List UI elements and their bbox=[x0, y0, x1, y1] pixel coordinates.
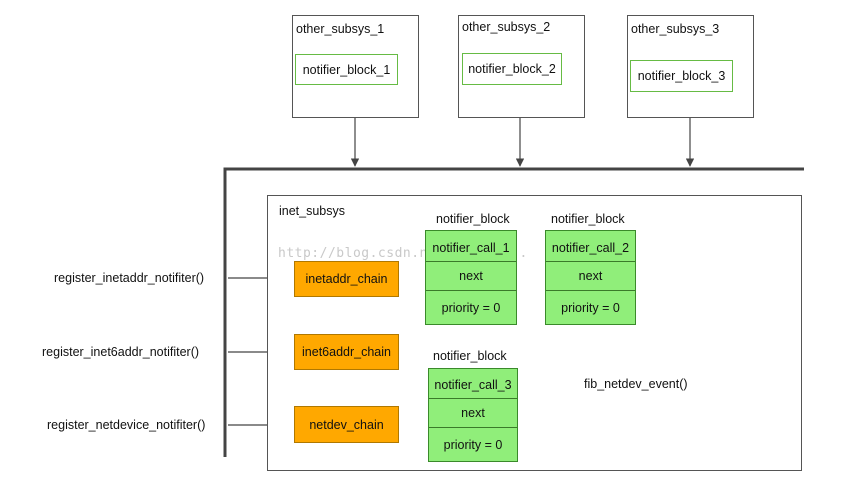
block-3-separator-1 bbox=[429, 398, 517, 399]
block-3-priority: priority = 0 bbox=[443, 438, 503, 452]
block-3-next: next bbox=[461, 405, 485, 420]
block-2-separator-1 bbox=[546, 261, 635, 262]
block-1-priority: priority = 0 bbox=[441, 301, 501, 315]
fib-netdev-event-label: fib_netdev_event() bbox=[584, 377, 688, 391]
register-inet6addr-label: register_inet6addr_notifiter() bbox=[42, 345, 200, 359]
other-subsys-1: other_subsys_1 notifier_block_1 bbox=[292, 15, 419, 118]
netdev-chain: netdev_chain bbox=[294, 406, 399, 443]
block-1-separator-2 bbox=[426, 290, 516, 291]
inet6addr-chain: inet6addr_chain bbox=[294, 334, 399, 370]
register-inetaddr-label: register_inetaddr_notifiter() bbox=[54, 271, 205, 285]
block-2-separator-2 bbox=[546, 290, 635, 291]
notifier-call-3: notifier_call_3 bbox=[434, 378, 512, 392]
notifier-block-heading-2: notifier_block bbox=[551, 212, 625, 226]
notifier-block-1: notifier_block_1 bbox=[295, 54, 398, 85]
inet-notifier-block-3: notifier_call_3 next priority = 0 bbox=[428, 368, 518, 462]
notifier-block-2: notifier_block_2 bbox=[462, 53, 562, 85]
notifier-block-heading-1: notifier_block bbox=[436, 212, 510, 226]
notifier-call-1: notifier_call_1 bbox=[432, 241, 510, 255]
block-2-priority: priority = 0 bbox=[561, 301, 620, 315]
other-subsys-1-title: other_subsys_1 bbox=[296, 22, 385, 36]
block-3-separator-2 bbox=[429, 427, 517, 428]
notifier-call-2: notifier_call_2 bbox=[551, 241, 630, 255]
block-1-next: next bbox=[459, 268, 483, 283]
register-netdevice-label: register_netdevice_notifiter() bbox=[47, 418, 206, 432]
notifier-block-3: notifier_block_3 bbox=[630, 60, 733, 92]
inet-notifier-block-1: notifier_call_1 next priority = 0 bbox=[425, 230, 517, 325]
other-subsys-2: other_subsys_2 notifier_block_2 bbox=[458, 15, 585, 118]
notification-bus bbox=[223, 167, 804, 457]
inet-notifier-block-2: notifier_call_2 next priority = 0 bbox=[545, 230, 636, 325]
notifier-block-heading-3: notifier_block bbox=[433, 349, 507, 363]
other-subsys-3-title: other_subsys_3 bbox=[631, 22, 720, 36]
inet-subsys-title: inet_subsys bbox=[279, 204, 346, 218]
other-subsys-3: other_subsys_3 notifier_block_3 bbox=[627, 15, 754, 118]
inetaddr-chain: inetaddr_chain bbox=[294, 261, 399, 297]
other-subsys-2-title: other_subsys_2 bbox=[462, 20, 551, 34]
block-1-separator-1 bbox=[426, 261, 516, 262]
block-2-next: next bbox=[578, 268, 603, 283]
